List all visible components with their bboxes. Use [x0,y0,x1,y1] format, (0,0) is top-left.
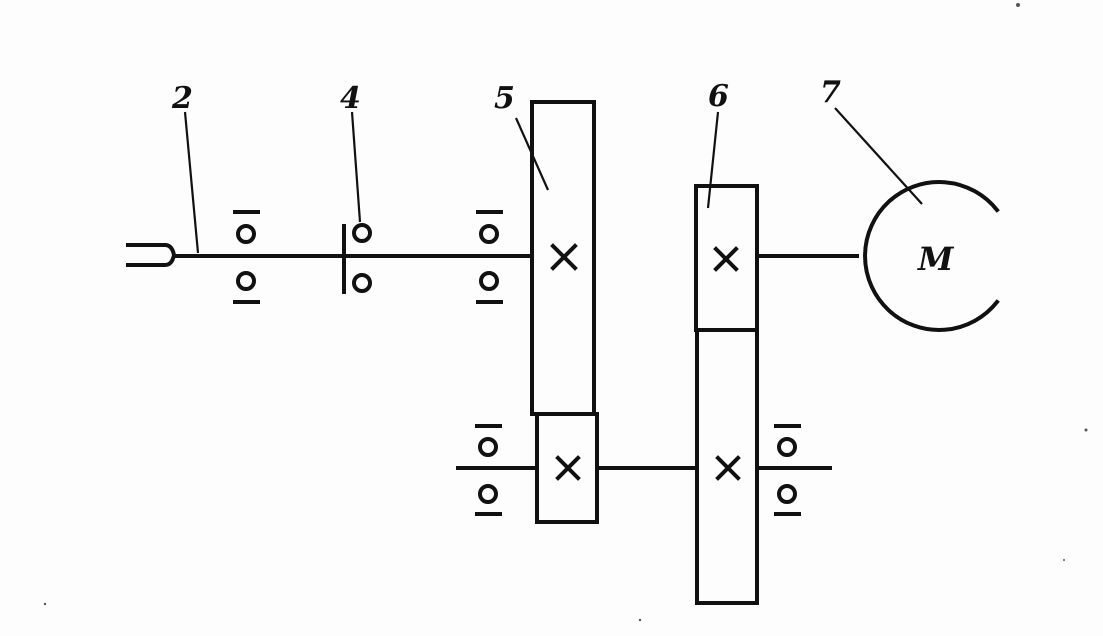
leader-6 [706,111,720,209]
input-shaft [126,243,534,267]
label-2: 2 [171,81,193,116]
label-5: 5 [494,81,515,116]
bearing-2 [476,210,503,304]
label-7: 7 [820,75,841,110]
gear-lower-left [535,412,599,524]
motor-7: M [863,180,1000,332]
bearing-4 [774,424,801,516]
label-4: 4 [340,81,361,116]
motor-symbol: M [917,240,955,278]
bearing-3 [475,424,502,516]
coupling-4 [342,223,372,294]
gear-lower-right [695,328,759,605]
gear-6 [694,184,759,332]
scan-specks [43,3,1088,622]
leader-4 [350,111,362,223]
gear-5 [530,100,596,416]
bearing-1 [233,210,260,304]
label-6: 6 [708,79,729,114]
leader-2 [183,111,200,254]
